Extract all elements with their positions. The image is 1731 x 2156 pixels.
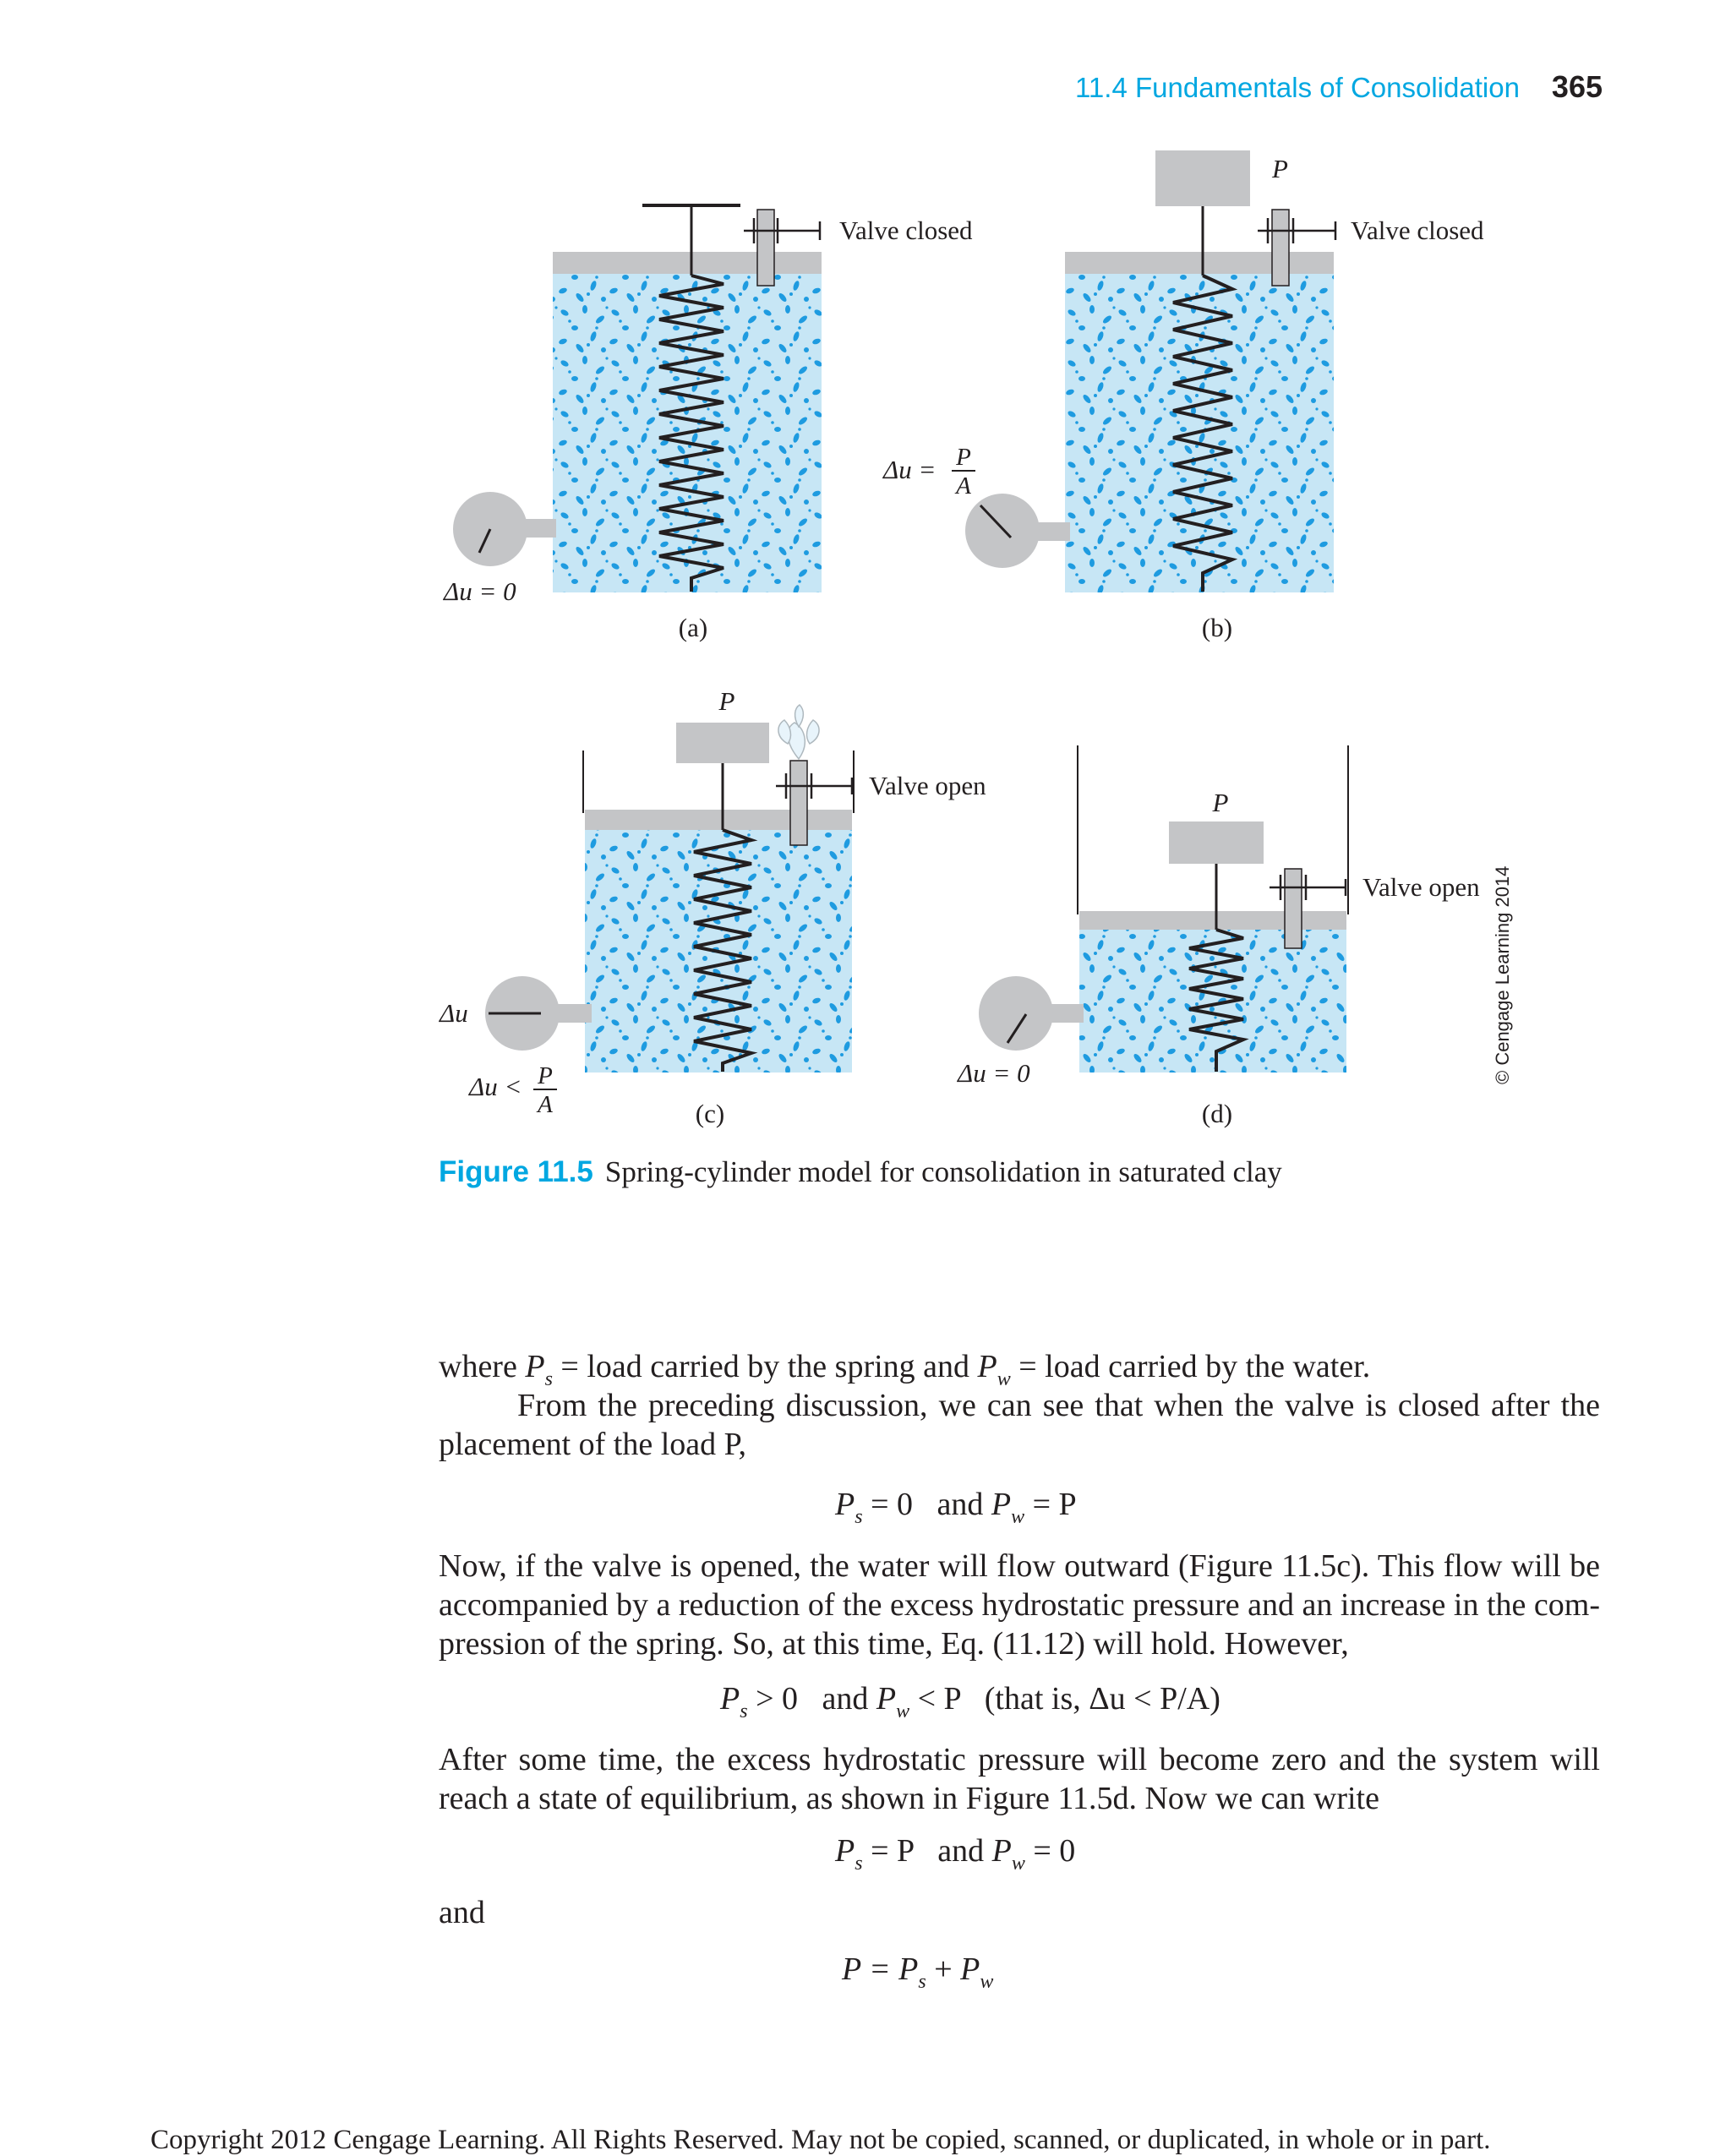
valve-pipe-b	[1271, 209, 1290, 287]
gauge-label-a: Δu = 0	[442, 576, 516, 606]
piston-b	[1065, 252, 1334, 274]
valve-label-b: Valve closed	[1351, 216, 1484, 245]
paragraph-3: Now, if the valve is opened, the water w…	[439, 1548, 1600, 1662]
panel-label-b: (b)	[1202, 613, 1232, 642]
spring-d	[1188, 928, 1249, 1072]
valve-pipe-c	[789, 760, 808, 846]
spring-a	[658, 274, 724, 592]
figure-11-5: Valve closed Δu = 0 (a) P Valve closed Δ…	[438, 150, 1513, 1128]
panel-b: P Valve closed Δu = P A (b)	[882, 150, 1484, 642]
water-jet-icon	[778, 704, 820, 761]
running-header: 11.4 Fundamentals of Consolidation 365	[1075, 69, 1603, 105]
valve-pipe-a	[756, 209, 775, 287]
load-block-d	[1169, 821, 1264, 864]
gauge-label-b-prefix: Δu =	[882, 455, 936, 484]
valve-label-c: Valve open	[869, 771, 986, 800]
load-label-b: P	[1271, 154, 1288, 183]
gauge-label-c-prefix: Δu <	[467, 1072, 521, 1101]
load-block-c	[676, 723, 769, 763]
gauge-label-b-num: P	[955, 444, 971, 471]
cylinder-c-water	[585, 816, 852, 1073]
paragraph-1: where Ps = load carried by the spring an…	[439, 1349, 1371, 1390]
piston-d	[1079, 911, 1346, 930]
cylinder-d-water	[1079, 918, 1346, 1073]
figure-label: Figure 11.5	[439, 1155, 593, 1188]
equation-1: Ps = 0 and Pw = P	[835, 1487, 1077, 1528]
gauge-label-b-den: A	[954, 472, 971, 499]
valve-label-a: Valve closed	[839, 216, 973, 245]
piston-a	[553, 252, 822, 274]
figure-copyright: © Cengage Learning 2014	[1492, 866, 1513, 1084]
cylinder-a-water	[553, 259, 822, 592]
equation-3: Ps = P and Pw = 0	[835, 1833, 1076, 1875]
gauge-label-c-num: P	[537, 1062, 553, 1089]
spring-c	[693, 828, 758, 1072]
page-number: 365	[1551, 69, 1603, 104]
pressure-gauge-b	[965, 494, 1040, 568]
panel-c: P Valve open Δu Δu < P A (c)	[438, 686, 986, 1128]
panel-label-c: (c)	[696, 1099, 724, 1128]
caption-text: Spring-cylinder model for consolidation …	[604, 1155, 1282, 1188]
load-label-d: P	[1212, 788, 1229, 817]
equation-2: Ps > 0 and Pw < P (that is, Δu < P/A)	[720, 1681, 1220, 1722]
figure-caption: Figure 11.5 Spring-cylinder model for con…	[439, 1155, 1282, 1189]
gauge-label-d: Δu = 0	[956, 1058, 1030, 1088]
spring-b	[1172, 274, 1238, 592]
pressure-gauge-d	[979, 976, 1053, 1051]
load-block-b	[1155, 150, 1250, 206]
paragraph-5: and	[439, 1895, 485, 1930]
panel-a: Valve closed Δu = 0 (a)	[442, 204, 973, 642]
paragraph-2: From the preceding discussion, we can se…	[439, 1388, 1600, 1462]
section-title: 11.4 Fundamentals of Consolidation	[1075, 72, 1520, 103]
panel-label-d: (d)	[1202, 1099, 1232, 1128]
gauge-label-c: Δu	[438, 998, 468, 1028]
piston-c	[585, 810, 852, 830]
gauge-label-c-den: A	[536, 1091, 553, 1118]
paragraph-4: After some time, the excess hydrostatic …	[439, 1742, 1600, 1816]
cylinder-b-water	[1065, 259, 1334, 592]
equation-4: P = Ps + Pw	[842, 1951, 994, 1993]
load-label-c: P	[718, 686, 735, 716]
valve-label-d: Valve open	[1362, 872, 1480, 902]
panel-d: P Valve open Δu = 0 (d)	[956, 745, 1480, 1128]
panel-label-a: (a)	[679, 613, 707, 642]
valve-pipe-d	[1284, 868, 1302, 949]
